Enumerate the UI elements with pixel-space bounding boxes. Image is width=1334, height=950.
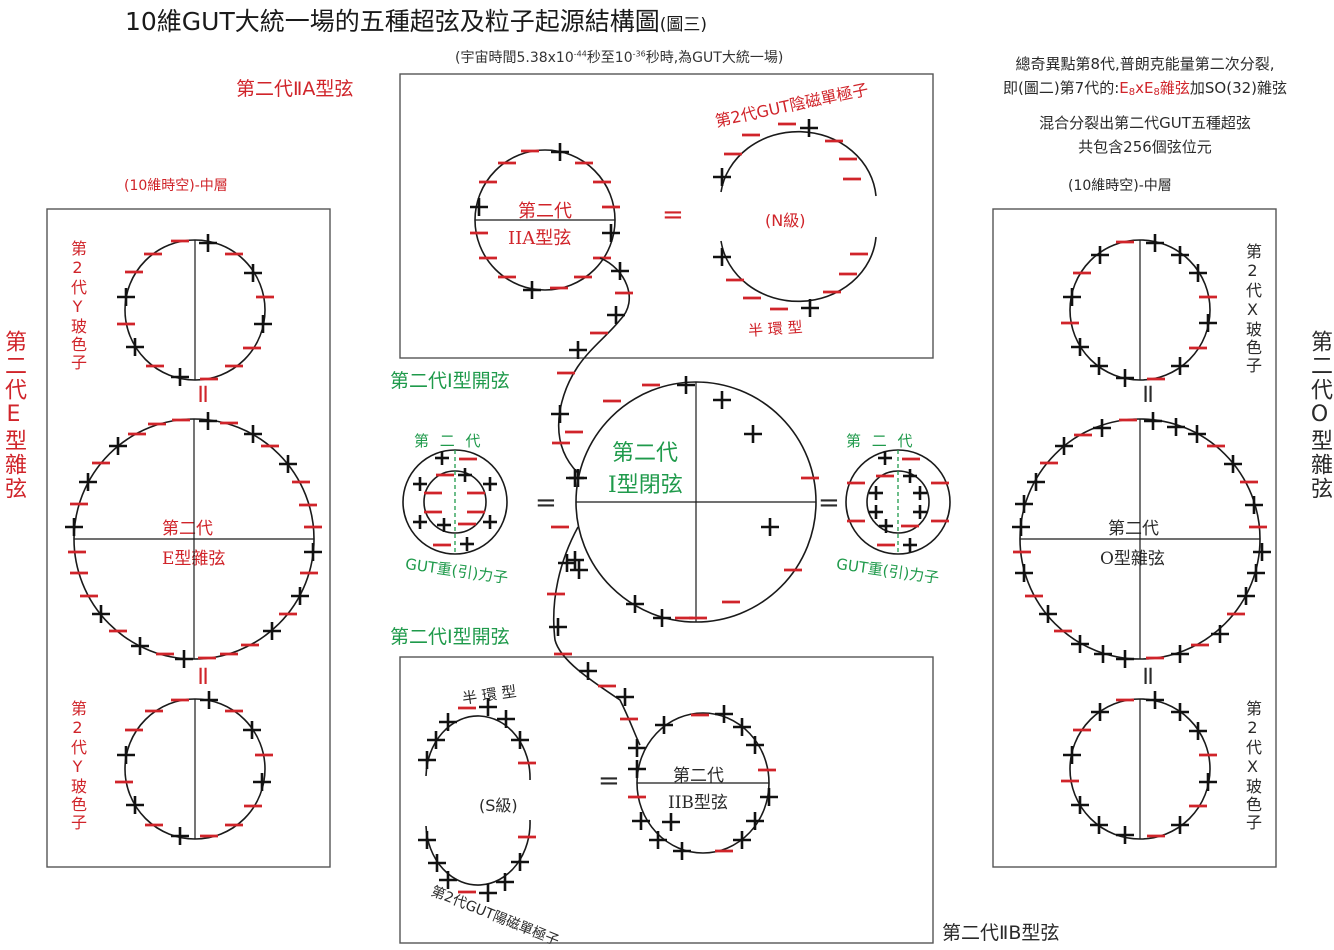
subtitle-mid: 秒至10 (586, 50, 633, 66)
iib-string-panel (399, 656, 934, 944)
e8-subscript-2: 8 (1153, 87, 1160, 98)
type-i-closed-string-circle (549, 374, 821, 629)
o-heterotic-label-bottom: O型雜弦 (1100, 549, 1165, 569)
s-class-label: (S級) (479, 796, 518, 815)
e-heterotic-panel (46, 208, 331, 868)
n-class-label: (N級) (765, 211, 806, 230)
equals-left-bottom: = (188, 665, 218, 687)
title-text: 10維GUT大統一場的五種超弦及粒子起源結構圖 (125, 7, 660, 36)
open-string-lower (545, 526, 648, 759)
iib-circle-label-top: 第二代 (673, 766, 724, 786)
x-boson-label-top: 第2代X玻色子 (1243, 243, 1262, 375)
iia-circle-label-top: 第二代 (518, 201, 572, 222)
subtitle-suffix: 秒時,為GUT大統一場) (645, 50, 784, 66)
iia-circle-label-bottom: IIA型弦 (508, 228, 572, 249)
iib-string-label: 第二代ⅡB型弦 (942, 922, 1060, 944)
equals-graviton-left: = (535, 488, 557, 518)
equals-right-bottom: = (1133, 665, 1163, 687)
info-line-2-prefix: 即(圖二)第7代的: (1002, 79, 1120, 97)
subtitle-exponent-1: -44 (573, 49, 587, 59)
equals-right-top: = (1133, 383, 1163, 405)
open-string-label-bottom: 第二代Ⅰ型開弦 (390, 626, 510, 648)
o-heterotic-side-label: 第二代O型雜弦 (1307, 330, 1332, 501)
y-boson-circle-top (115, 232, 276, 388)
y-boson-label-top: 第2代Y玻色子 (68, 240, 87, 372)
e8-subscript: 8 (1128, 87, 1136, 98)
open-string-label-top: 第二代Ⅰ型開弦 (390, 370, 510, 392)
info-line-1: 總奇異點第8代,普朗克能量第二次分裂, (1015, 55, 1275, 73)
x-boson-circle-bottom (1059, 689, 1219, 846)
closed-string-label-bottom: I型閉弦 (608, 473, 683, 498)
o-heterotic-panel (992, 208, 1277, 868)
iib-circle-label-bottom: IIB型弦 (668, 793, 728, 813)
x-boson-circle-top (1059, 232, 1219, 389)
iib-string-circle (626, 703, 780, 862)
y-boson-label-bottom: 第2代Y玻色子 (68, 700, 87, 832)
closed-string-label-top: 第二代 (612, 441, 679, 466)
iia-string-panel (399, 73, 934, 359)
o-heterotic-circle (1010, 410, 1273, 670)
e8-times: xE (1135, 79, 1154, 97)
iia-string-label: 第二代ⅡA型弦 (236, 78, 354, 100)
e-heterotic-circle (63, 410, 324, 670)
info-e8xe8-highlight: E8xE8雜弦 (1119, 79, 1190, 98)
iia-string-circle (468, 141, 622, 301)
title-suffix: (圖三) (659, 15, 708, 35)
e8-symbol: E (1119, 79, 1129, 97)
e8-tail: 雜弦 (1159, 79, 1190, 97)
equals-iib: = (598, 766, 620, 796)
equals-left-top: = (188, 383, 218, 405)
diagram-subtitle: (宇宙時間5.38x10-44秒至10-36秒時,為GUT大統一場) (455, 47, 783, 67)
graviton-circle-left (402, 449, 508, 555)
layer-label-left: (10維時空)-中層 (124, 178, 228, 194)
n-class-half-rings (711, 117, 877, 319)
e-heterotic-label-top: 第二代 (162, 519, 213, 539)
info-panel: 總奇異點第8代,普朗克能量第二次分裂, 即(圖二)第7代的:E8xE8雜弦加SO… (975, 52, 1315, 159)
info-line-3: 混合分裂出第二代GUT五種超弦 (1039, 114, 1251, 132)
o-heterotic-label-top: 第二代 (1108, 519, 1159, 539)
s-class-half-rings (416, 696, 538, 904)
subtitle-prefix: (宇宙時間5.38x10 (455, 50, 574, 66)
info-line-2: 即(圖二)第7代的:E8xE8雜弦加SO(32)雜弦 (975, 76, 1315, 105)
equals-iia: = (662, 200, 684, 230)
subtitle-exponent-2: -36 (632, 49, 646, 59)
y-boson-circle-bottom (113, 689, 275, 847)
graviton-circle-right (845, 449, 951, 555)
graviton-label-top-right: 第 二 代 (846, 432, 916, 450)
diagram-title: 10維GUT大統一場的五種超弦及粒子起源結構圖(圖三) (125, 2, 707, 38)
layer-label-right: (10維時空)-中層 (1068, 178, 1172, 194)
equals-graviton-right: = (818, 488, 840, 518)
x-boson-label-bottom: 第2代X玻色子 (1243, 700, 1262, 832)
info-line-2-suffix: 加SO(32)雜弦 (1189, 79, 1288, 97)
info-line-4: 共包含256個弦位元 (1078, 138, 1212, 156)
e-heterotic-side-label: 第二代E型雜弦 (1, 330, 26, 501)
open-string-upper (549, 257, 635, 489)
graviton-label-top-left: 第 二 代 (414, 432, 484, 450)
